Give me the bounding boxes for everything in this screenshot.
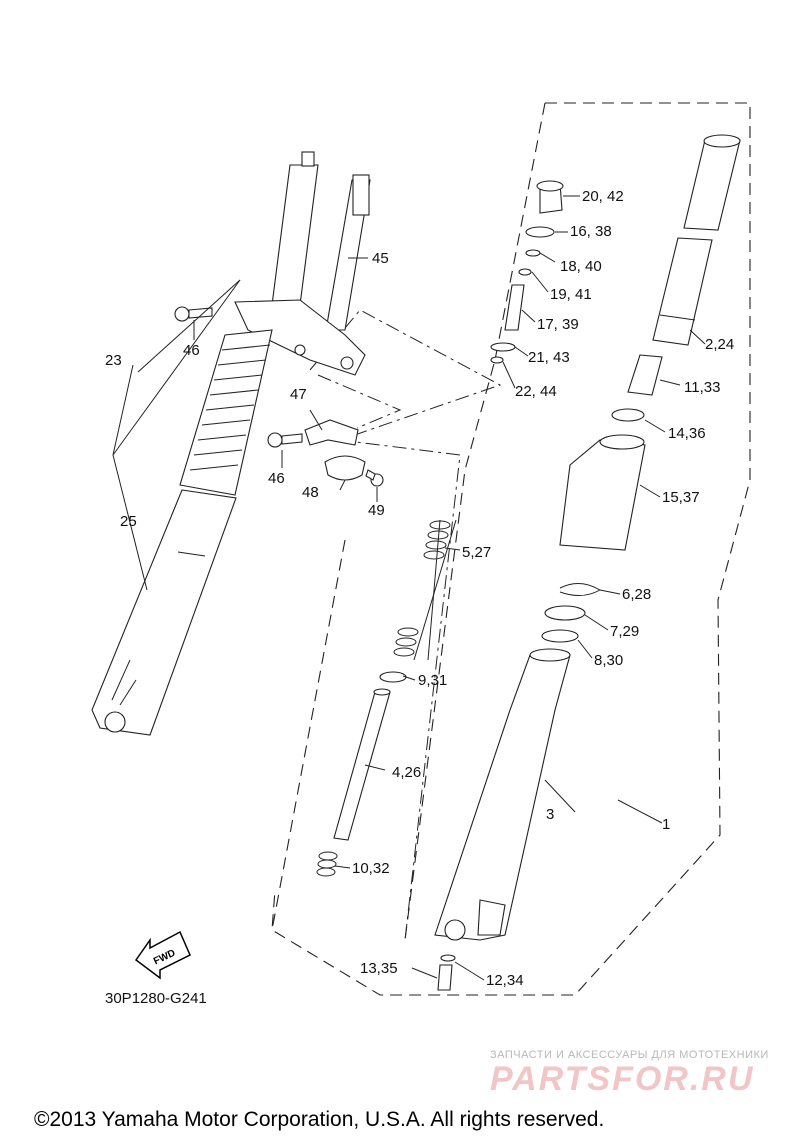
callout-3: 3 [546, 806, 554, 823]
callout-21-43: 21, 43 [528, 349, 570, 366]
callout-23: 23 [105, 352, 122, 369]
bolt-46-upper [174, 306, 213, 322]
callout-22-44: 22, 44 [515, 383, 557, 400]
callout-1: 1 [662, 816, 670, 833]
washer-21 [490, 342, 516, 352]
boot-15 [559, 439, 646, 551]
washer-18 [525, 249, 541, 257]
damper-rod-4 [333, 691, 391, 841]
callout-10-32: 10,32 [352, 860, 390, 877]
callout-46-upper: 46 [183, 342, 200, 359]
leader-clamp-to-spring [309, 309, 502, 941]
leader-lines [112, 195, 706, 981]
callout-49: 49 [368, 502, 385, 519]
inner-tube-2 [683, 139, 741, 231]
band-14 [611, 408, 645, 422]
callout-15-37: 15,37 [662, 489, 700, 506]
bracket-47 [304, 419, 359, 446]
oil-seal-7 [544, 605, 586, 621]
callout-25: 25 [120, 513, 137, 530]
callout-46-lower: 46 [268, 470, 285, 487]
copyright-notice: ©2013 Yamaha Motor Corporation, U.S.A. A… [34, 1108, 604, 1131]
callout-2-24: 2,24 [705, 336, 734, 353]
watermark-tagline: ЗАПЧАСТИ И АКСЕССУАРЫ ДЛЯ МОТОТЕХНИКИ [490, 1049, 769, 1061]
callout-14-36: 14,36 [668, 425, 706, 442]
drain-bolt-13 [437, 964, 453, 991]
rod-17 [504, 284, 525, 331]
callout-8-30: 8,30 [594, 652, 623, 669]
assembly-boundary-1 [271, 102, 751, 996]
callout-9-31: 9,31 [418, 672, 447, 689]
leader-bracket [317, 374, 402, 429]
callout-48: 48 [302, 484, 319, 501]
bushing-11 [627, 354, 663, 396]
circlip-6 [559, 583, 602, 596]
diagram-code: 30P1280-G241 [105, 990, 207, 1007]
callout-6-28: 6,28 [622, 586, 651, 603]
assembled-fork [91, 151, 371, 736]
callout-4-26: 4,26 [392, 764, 421, 781]
callout-18-40: 18, 40 [560, 258, 602, 275]
callout-47: 47 [290, 386, 307, 403]
clamp-48 [324, 455, 366, 481]
callout-20-42: 20, 42 [582, 188, 624, 205]
callout-45: 45 [372, 250, 389, 267]
ring-22 [490, 356, 504, 364]
callout-5-27: 5,27 [462, 544, 491, 561]
callout-12-34: 12,34 [486, 972, 524, 989]
rebound-spring-10 [316, 851, 338, 877]
callout-11-33: 11,33 [684, 379, 720, 396]
callout-19-41: 19, 41 [550, 286, 592, 303]
fwd-arrow-icon: FWD [134, 930, 191, 980]
spring-seat-9 [379, 671, 407, 683]
o-ring-16 [525, 226, 555, 238]
callout-16-38: 16, 38 [570, 223, 612, 240]
assembly-boundary-inner [404, 102, 546, 941]
spring-5 [393, 519, 457, 661]
left-boundary-inner-spring [271, 539, 346, 931]
ring-19 [518, 268, 532, 276]
callout-7-29: 7,29 [610, 623, 639, 640]
outer-tube-3 [434, 654, 571, 941]
watermark-brand: PARTSFOR.RU [490, 1060, 754, 1098]
washer-12 [440, 954, 456, 962]
callout-17-39: 17, 39 [537, 316, 579, 333]
washer-8 [541, 629, 579, 643]
bolt-46-lower [267, 432, 303, 448]
callout-13-35: 13,35 [360, 960, 398, 977]
screw-49 [365, 469, 384, 487]
